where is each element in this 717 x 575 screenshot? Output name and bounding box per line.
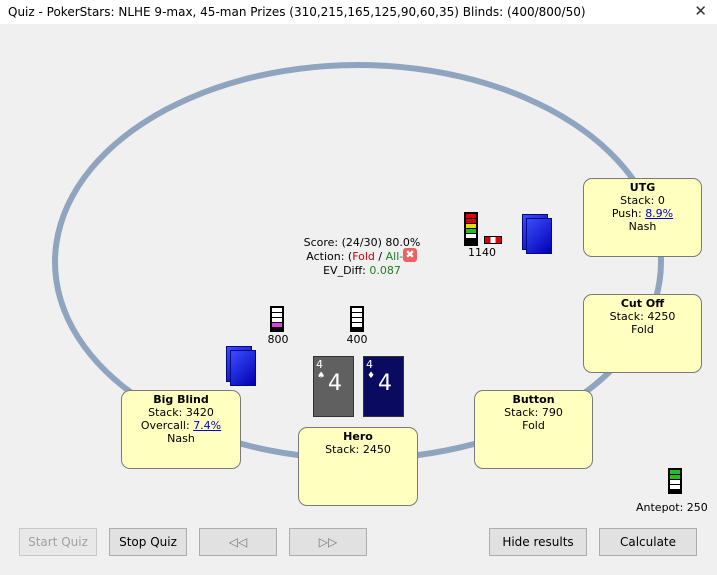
forward-button[interactable]: ▷▷: [289, 528, 367, 556]
seat-hero: Hero Stack: 2450: [298, 427, 418, 506]
seat-cutoff: Cut Off Stack: 4250 Fold: [583, 294, 702, 373]
small-blind-chip-stack-icon: [350, 306, 364, 332]
seat-stack: Stack: 0: [620, 194, 665, 207]
ev-diff-text: EV_Diff: 0.087: [323, 264, 401, 277]
utg-bet-label: 1140: [468, 246, 496, 259]
stop-quiz-button[interactable]: Stop Quiz: [109, 528, 187, 556]
score-text: Score: (24/30) 80.0%: [303, 236, 421, 249]
overcall-range-link[interactable]: 7.4%: [193, 419, 222, 432]
small-blind-bet-label: 400: [346, 333, 368, 346]
action-fold: Fold: [352, 250, 375, 263]
seat-name: Button: [512, 393, 555, 406]
seat-stack: Stack: 2450: [325, 443, 391, 456]
seat-action: Nash: [628, 220, 657, 233]
hide-results-button[interactable]: Hide results: [489, 528, 587, 556]
antepot-chip-stack-icon: [668, 468, 682, 494]
hero-card-2: 4 ♦ 4: [363, 356, 404, 417]
seat-big-blind: Big Blind Stack: 3420 Overcall: 7.4% Nas…: [121, 390, 241, 469]
seat-utg: UTG Stack: 0 Push: 8.9% Nash: [583, 178, 702, 257]
antepot-label: Antepot: 250: [636, 501, 708, 514]
close-icon[interactable]: ✕: [694, 2, 707, 20]
start-quiz-button[interactable]: Start Quiz: [19, 528, 97, 556]
window-title: Quiz - PokerStars: NLHE 9-max, 45-man Pr…: [8, 5, 586, 19]
rewind-button[interactable]: ◁◁: [199, 528, 277, 556]
wrong-answer-icon: ✖: [403, 248, 417, 262]
utg-extra-chip-icon: [484, 236, 502, 244]
seat-action: Fold: [522, 419, 545, 432]
quiz-result-panel: Score: (24/30) 80.0% Action: (Fold / All…: [292, 236, 432, 278]
hero-card-1: 4 ♠ 4: [313, 356, 354, 417]
title-bar: Quiz - PokerStars: NLHE 9-max, 45-man Pr…: [0, 0, 717, 24]
calculate-button[interactable]: Calculate: [599, 528, 697, 556]
seat-name: Big Blind: [153, 393, 209, 406]
big-blind-chip-stack-icon: [270, 306, 284, 332]
seat-button: Button Stack: 790 Fold: [474, 390, 593, 469]
seat-name: Hero: [343, 430, 373, 443]
seat-push: Push: 8.9%: [611, 207, 674, 220]
utg-chip-stack-icon: [464, 212, 478, 246]
seat-overcall: Overcall: 7.4%: [140, 419, 222, 432]
push-range-link[interactable]: 8.9%: [645, 207, 674, 220]
big-blind-bet-label: 800: [267, 333, 289, 346]
diamond-icon: ♦: [367, 371, 376, 381]
seat-action: Nash: [167, 432, 195, 445]
seat-stack: Stack: 3420: [148, 406, 214, 419]
ev-diff-value: 0.087: [369, 264, 401, 277]
seat-action: Fold: [631, 323, 654, 336]
seat-stack: Stack: 790: [504, 406, 563, 419]
spade-icon: ♠: [317, 371, 326, 381]
seat-name: Cut Off: [620, 297, 665, 310]
seat-name: UTG: [629, 181, 656, 194]
seat-stack: Stack: 4250: [609, 310, 676, 323]
